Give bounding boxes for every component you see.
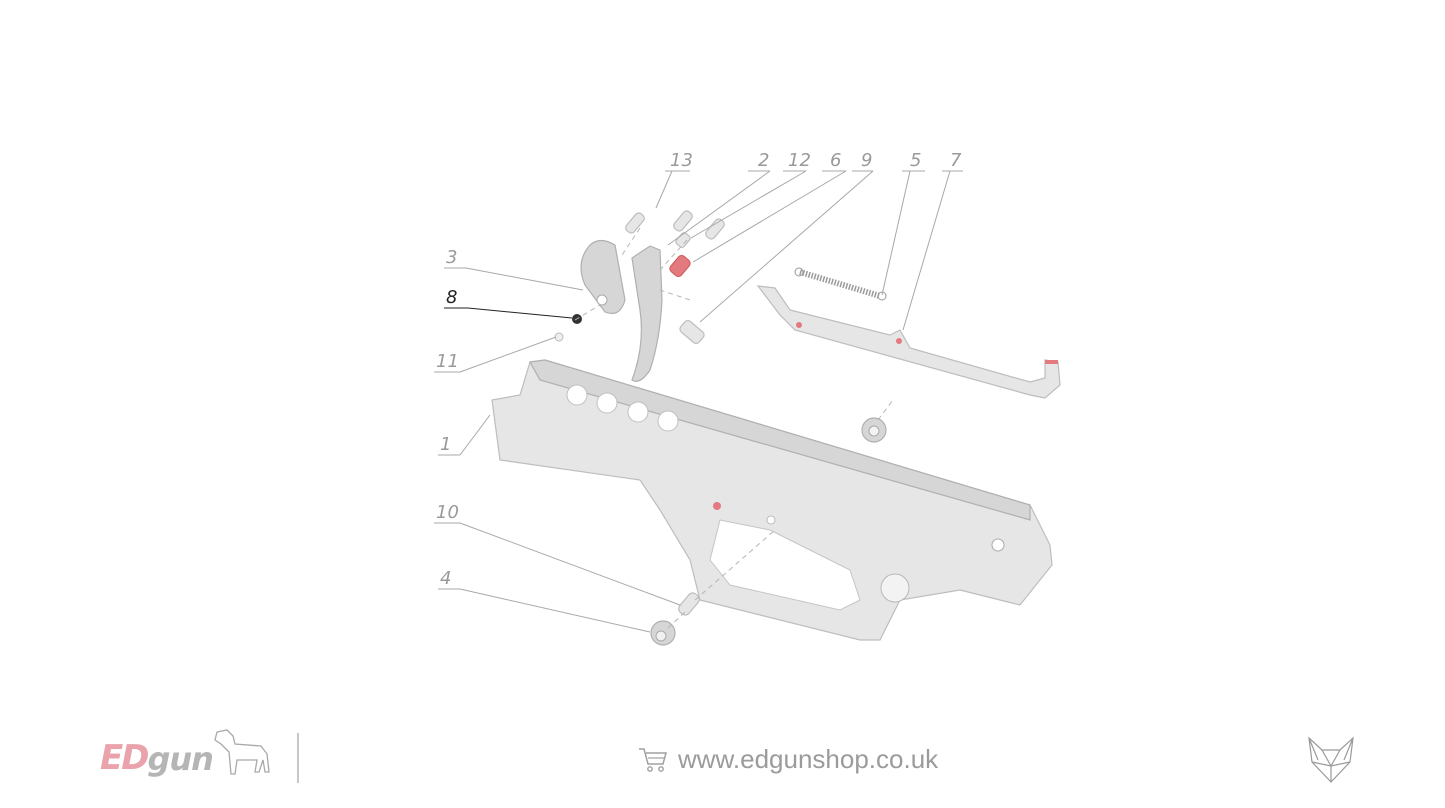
edgun-logo[interactable]: ED gun	[100, 728, 275, 778]
label-5: 5	[910, 150, 921, 171]
label-11: 11	[436, 351, 459, 372]
label-8: 8	[446, 287, 457, 308]
footer-divider	[297, 733, 299, 783]
part-pin-2	[673, 210, 693, 232]
label-10: 10	[436, 502, 459, 523]
shop-link[interactable]: www.edgunshop.co.uk	[638, 744, 938, 775]
part-2-trigger	[631, 245, 663, 382]
dog-icon	[214, 729, 270, 775]
part-6-red-bushing	[669, 254, 691, 278]
label-7: 7	[950, 150, 962, 171]
part-nut-rear	[861, 417, 887, 443]
label-6: 6	[830, 150, 841, 171]
label-1: 1	[440, 434, 451, 455]
logo-text-gun: gun	[147, 740, 213, 778]
wolf-head-icon	[1308, 736, 1354, 783]
shop-url[interactable]: www.edgunshop.co.uk	[678, 744, 939, 774]
part-13-pin	[625, 212, 645, 234]
logo-text-ed: ED	[100, 738, 149, 778]
part-1-trigger-frame	[491, 359, 1053, 641]
label-9: 9	[861, 150, 872, 171]
label-4: 4	[440, 568, 451, 589]
label-13: 13	[670, 150, 693, 171]
part-10-pin	[678, 592, 700, 616]
part-5-spring	[794, 267, 887, 301]
part-9-bushing	[679, 319, 705, 345]
part-7-lever	[756, 285, 1061, 399]
label-3: 3	[446, 247, 457, 268]
shopping-cart-icon	[639, 747, 667, 772]
part-3-sear	[580, 239, 626, 315]
label-12: 12	[788, 150, 811, 171]
part-11-ball	[554, 332, 564, 342]
label-2: 2	[758, 150, 769, 171]
